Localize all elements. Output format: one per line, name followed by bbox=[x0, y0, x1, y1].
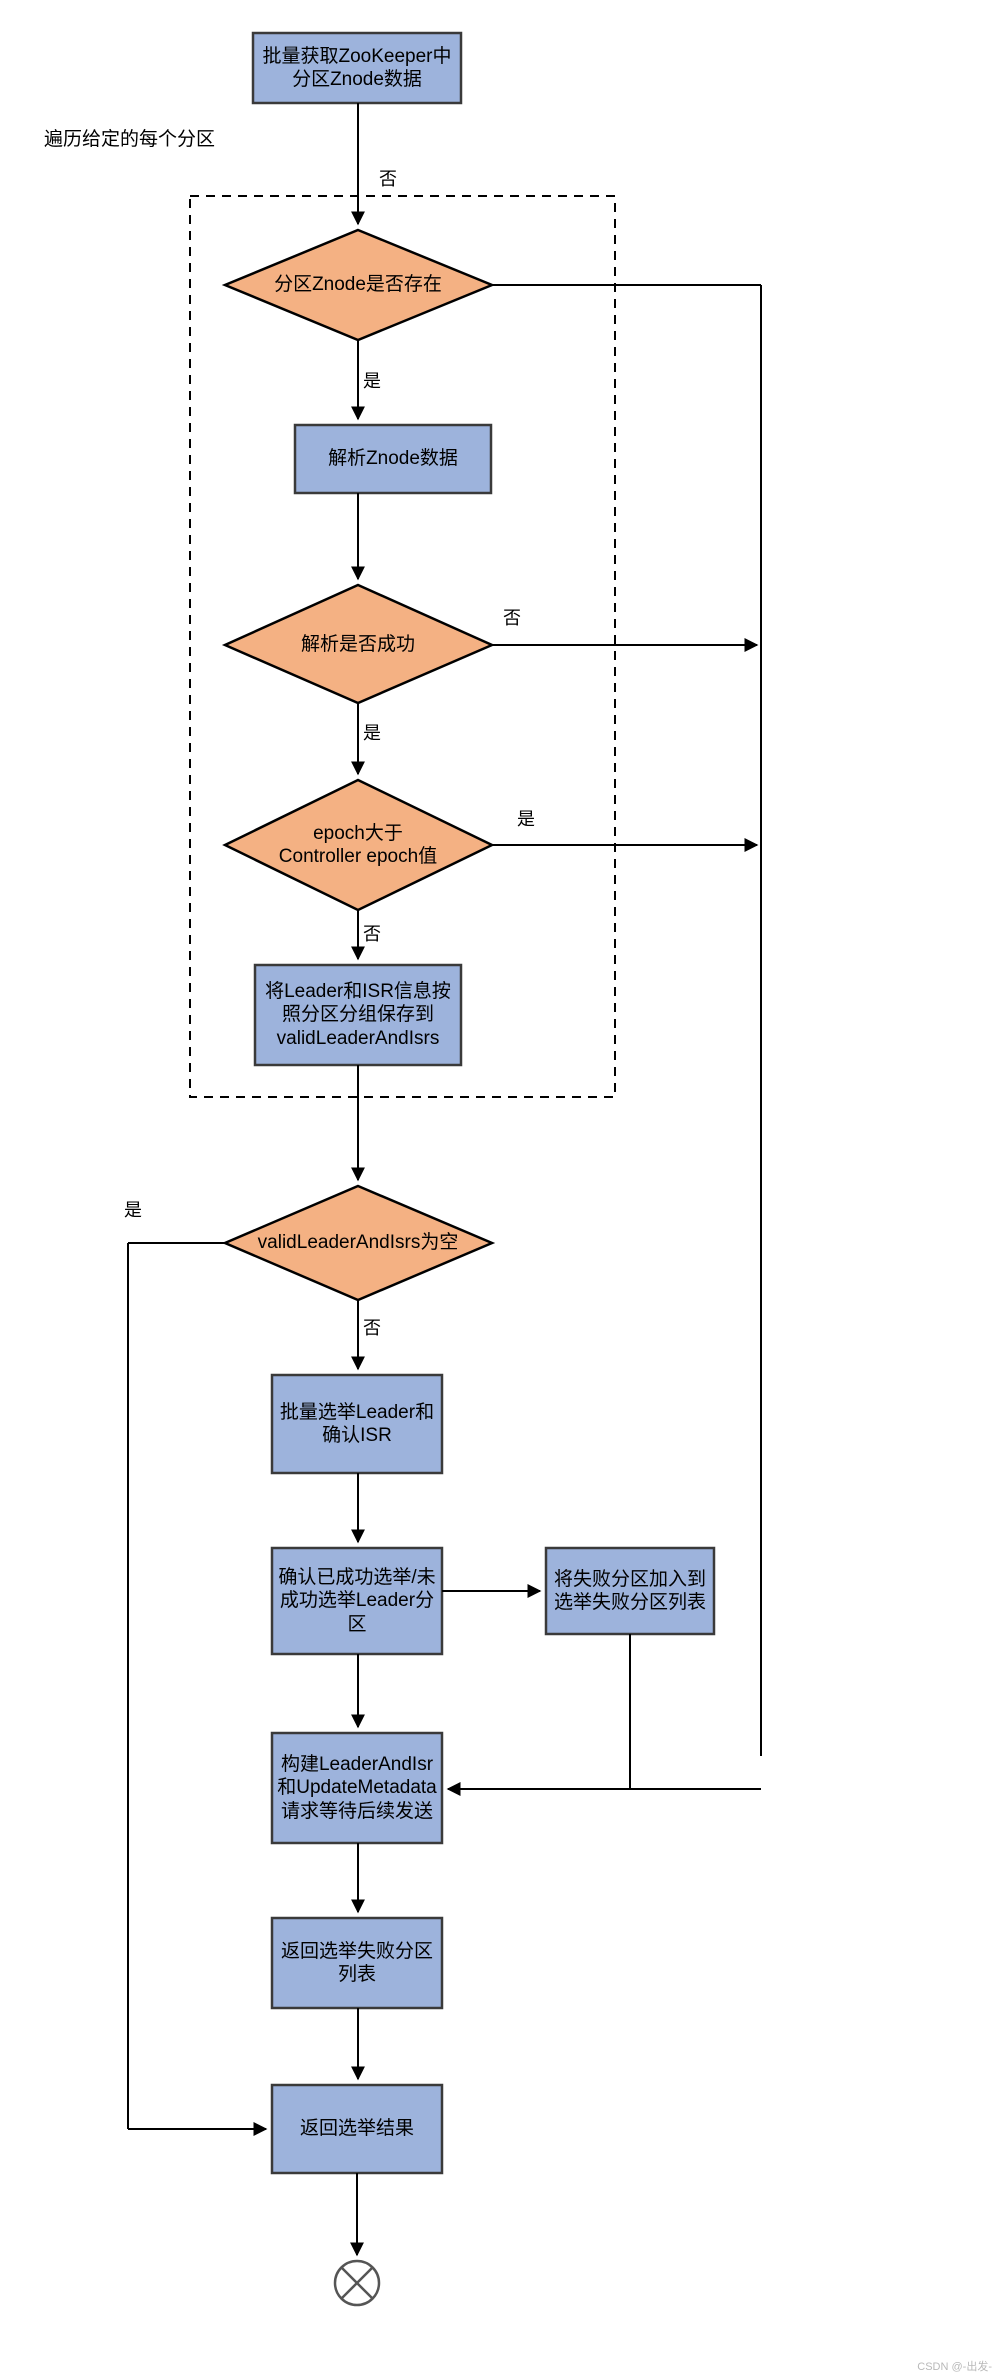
edge-label-d1-no: 否 bbox=[379, 169, 397, 189]
edge-label-d4-yes: 是 bbox=[124, 1200, 142, 1220]
node-n9-shape[interactable] bbox=[270, 2083, 444, 2175]
edge-label-d3-no: 否 bbox=[363, 924, 381, 944]
node-n1-shape[interactable] bbox=[251, 31, 463, 105]
node-n8-shape[interactable] bbox=[270, 1916, 444, 2010]
node-n7-shape[interactable] bbox=[270, 1731, 444, 1845]
node-d4-shape[interactable] bbox=[221, 1184, 496, 1302]
node-n4-shape[interactable] bbox=[270, 1373, 444, 1475]
csdn-watermark: CSDN @-出发- bbox=[917, 2361, 992, 2373]
edge-label-d3-yes: 是 bbox=[517, 809, 535, 829]
node-n5-shape[interactable] bbox=[270, 1546, 444, 1656]
loop-group-box bbox=[189, 195, 616, 1098]
node-n2-shape[interactable] bbox=[293, 423, 493, 495]
loop-group-label: 遍历给定的每个分区 bbox=[44, 129, 216, 150]
node-n6-shape[interactable] bbox=[544, 1546, 716, 1636]
node-d3-shape[interactable] bbox=[222, 778, 495, 912]
edge-label-d2-no: 否 bbox=[503, 608, 521, 628]
node-d1-shape[interactable] bbox=[221, 228, 496, 342]
edge-label-d2-yes: 是 bbox=[363, 723, 381, 743]
node-d2-shape[interactable] bbox=[221, 583, 496, 705]
edge-label-d4-no: 否 bbox=[363, 1318, 381, 1338]
node-n3-shape[interactable] bbox=[253, 963, 463, 1067]
end-terminator-x-2 bbox=[340, 2266, 374, 2300]
edge-label-d1-yes: 是 bbox=[363, 371, 381, 391]
